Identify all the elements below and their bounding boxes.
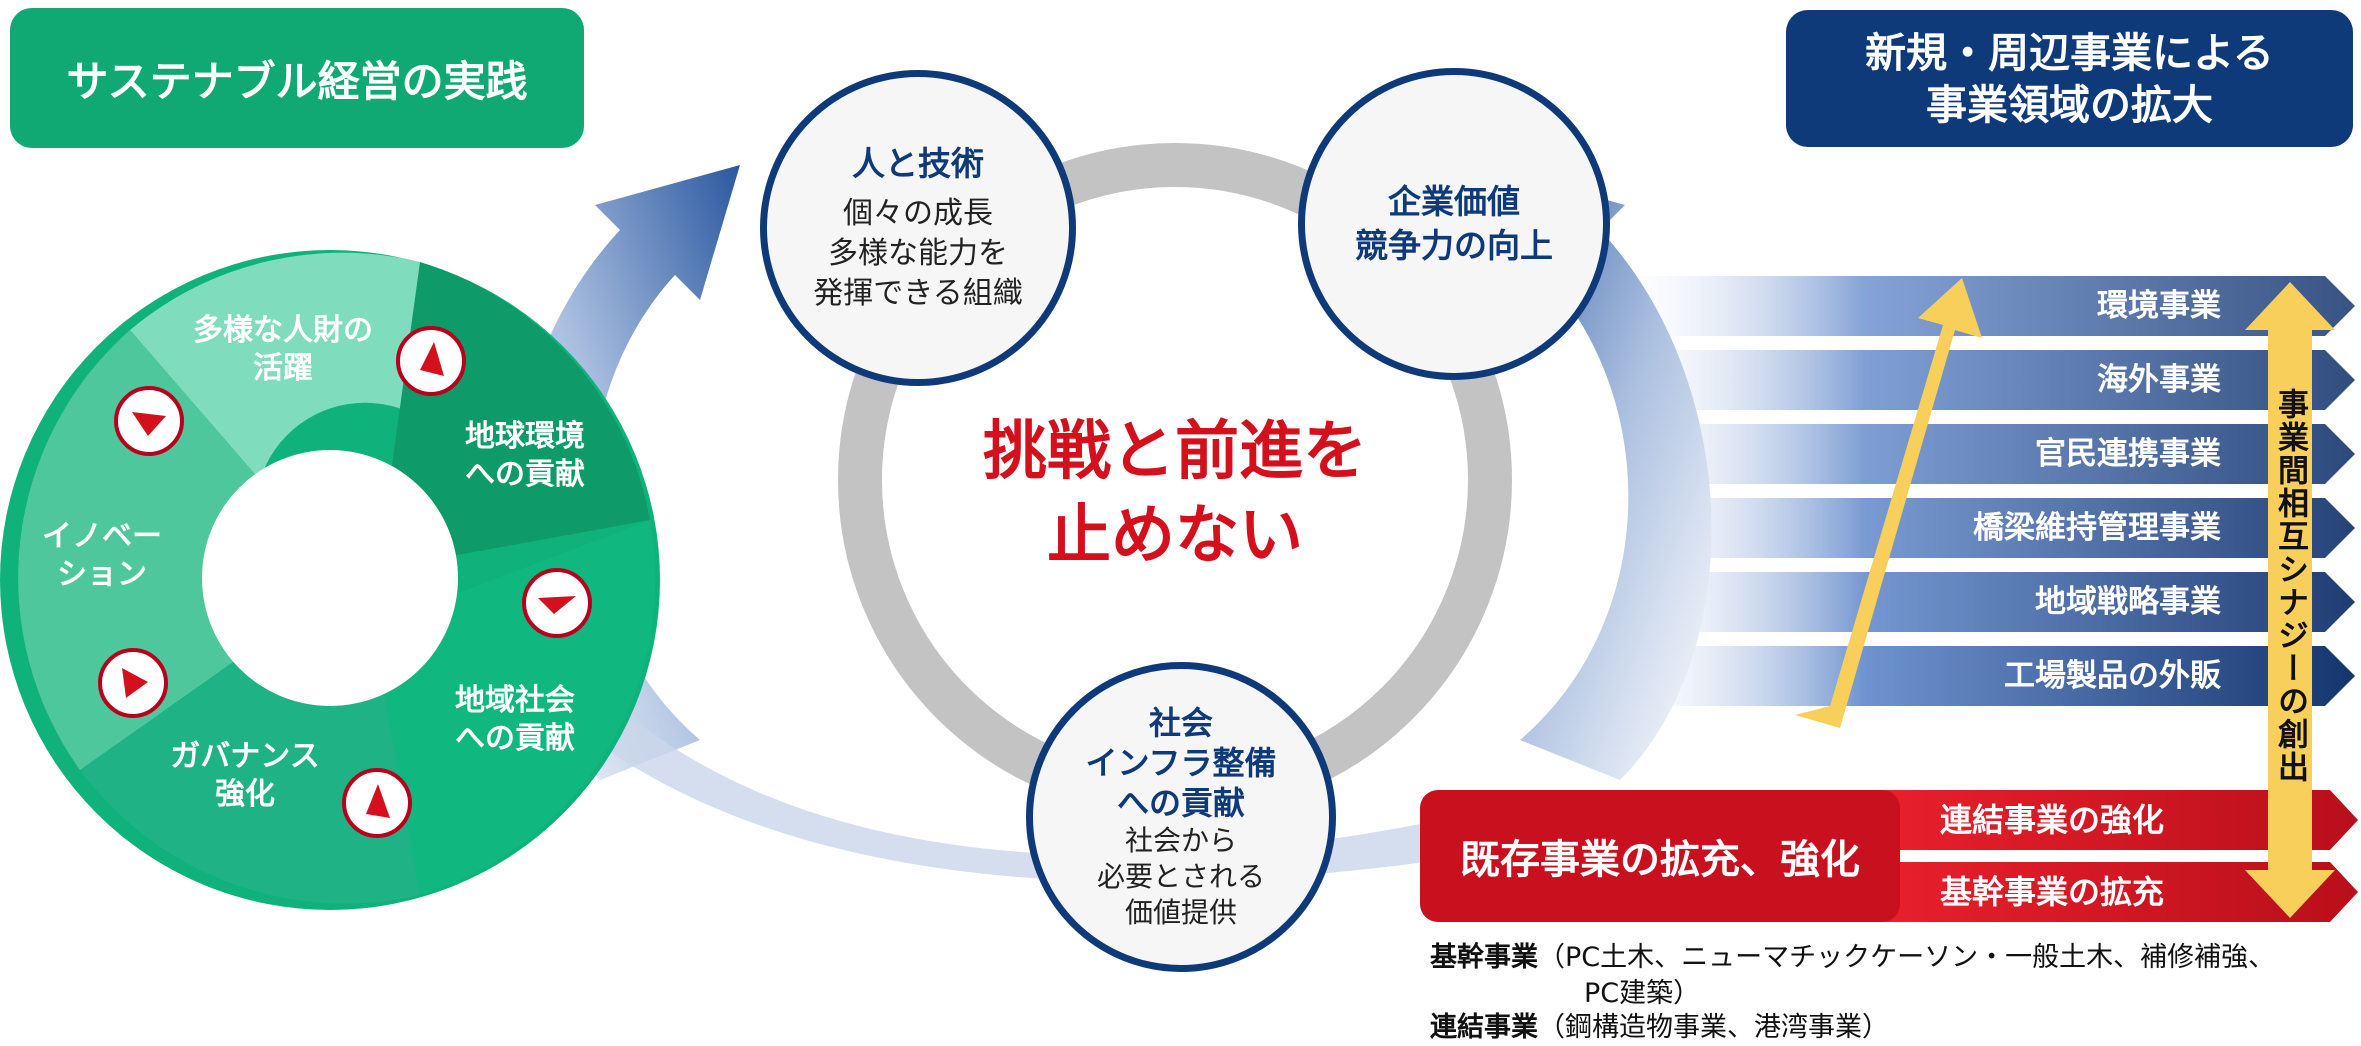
- pointer-icon: [522, 568, 592, 638]
- infra-line3: 価値提供: [1124, 896, 1237, 929]
- business-ppp: 官民連携事業: [2035, 436, 2221, 472]
- header-right-line2: 事業領域の拡大: [1926, 80, 2213, 129]
- consolidated-note-text: （鋼構造物事業、港湾事業）: [1538, 1012, 1889, 1043]
- segment-governance: ガバナンス 強化: [140, 738, 350, 814]
- core-note-label: 基幹事業: [1430, 942, 1538, 973]
- business-bridge-maintenance: 橋梁維持管理事業: [1973, 510, 2221, 546]
- header-right-line1: 新規・周辺事業による: [1865, 28, 2274, 77]
- core-arrow-shape: [1880, 862, 2358, 922]
- segment-innovation-line1: イノベー: [42, 519, 162, 554]
- consolidated-arrow-label: 連結事業の強化: [1940, 801, 2165, 839]
- segment-innovation-line2: ション: [57, 557, 147, 592]
- right-curved-arrow: [1480, 165, 1712, 780]
- header-left-text: サステナブル経営の実践: [66, 56, 528, 106]
- core-arrow-label: 基幹事業の拡充: [1940, 873, 2165, 911]
- segment-diverse-talent: 多様な人財の 活躍: [168, 312, 398, 388]
- corporate-value-circle: 企業価値 競争力の向上: [1298, 68, 1610, 380]
- value-title-line2: 競争力の向上: [1355, 226, 1553, 265]
- people-tech-line3: 発揮できる組織: [813, 276, 1023, 311]
- infra-line1: 社会から: [1124, 824, 1237, 857]
- pointer-icon: [98, 648, 168, 718]
- pointer-icon: [114, 386, 184, 456]
- infra-title-line1: 社会: [1148, 704, 1213, 742]
- segment-global-environment: 地球環境 への貢献: [440, 418, 610, 494]
- segment-diverse-talent-line2: 活躍: [253, 351, 313, 386]
- segment-global-environment-line1: 地球環境: [465, 419, 585, 454]
- social-infra-circle: 社会 インフラ整備 への貢献 社会から 必要とされる 価値提供: [1026, 662, 1336, 972]
- people-tech-circle: 人と技術 個々の成長 多様な能力を 発揮できる組織: [760, 70, 1076, 386]
- business-environment: 環境事業: [2097, 288, 2221, 324]
- segment-local-community: 地域社会 への貢献: [430, 682, 600, 758]
- value-title-line1: 企業価値: [1388, 182, 1520, 221]
- center-slogan: 挑戦と前進を 止めない: [900, 410, 1450, 578]
- consolidated-business-note: 連結事業（鋼構造物事業、港湾事業）: [1430, 1010, 1889, 1046]
- people-tech-line2: 多様な能力を: [828, 236, 1008, 271]
- people-tech-line1: 個々の成長: [843, 196, 993, 231]
- infra-line2: 必要とされる: [1096, 860, 1265, 893]
- sustainable-management-header: サステナブル経営の実践: [10, 8, 584, 148]
- consolidated-arrow-shape: [1880, 790, 2358, 850]
- synergy-double-arrow: [2245, 282, 2335, 918]
- business-factory-products: 工場製品の外販: [2004, 658, 2221, 694]
- business-expansion-header: 新規・周辺事業による 事業領域の拡大: [1786, 10, 2353, 147]
- existing-title: 既存事業の拡充、強化: [1460, 837, 1860, 883]
- consolidated-note-label: 連結事業: [1430, 1012, 1538, 1043]
- infra-title-line3: への貢献: [1116, 784, 1245, 822]
- business-overseas: 海外事業: [2097, 362, 2221, 398]
- segment-global-environment-line2: への貢献: [465, 457, 585, 492]
- existing-business-box: 既存事業の拡充、強化: [1420, 790, 1900, 922]
- segment-governance-line1: ガバナンス: [170, 739, 320, 774]
- business-regional-strategy: 地域戦略事業: [2035, 584, 2221, 620]
- synergy-label: 事業間相互シナジーの創出: [2272, 388, 2308, 784]
- people-tech-title: 人と技術: [852, 144, 984, 183]
- core-business-note-cont: PC建築）: [1584, 978, 1701, 1009]
- infra-title-line2: インフラ整備: [1085, 744, 1277, 782]
- segment-innovation: イノベー ション: [22, 518, 182, 594]
- pointer-icon: [342, 768, 412, 838]
- core-business-note: 基幹事業（PC土木、ニューマチックケーソン・一般土木、補修補強、: [1430, 940, 2275, 976]
- slogan-line2: 止めない: [1047, 499, 1303, 573]
- pointer-icon: [396, 326, 466, 396]
- segment-local-community-line1: 地域社会: [455, 683, 575, 718]
- business-bands: [1600, 276, 2355, 706]
- yellow-diagonal-arrow: [1795, 278, 1982, 728]
- segment-governance-line2: 強化: [215, 777, 275, 812]
- segment-diverse-talent-line1: 多様な人財の: [193, 313, 373, 348]
- segment-local-community-line2: への貢献: [455, 721, 575, 756]
- bottom-swoosh: [580, 690, 1440, 882]
- core-note-text: （PC土木、ニューマチックケーソン・一般土木、補修補強、: [1538, 942, 2276, 973]
- slogan-line1: 挑戦と前進を: [983, 415, 1367, 489]
